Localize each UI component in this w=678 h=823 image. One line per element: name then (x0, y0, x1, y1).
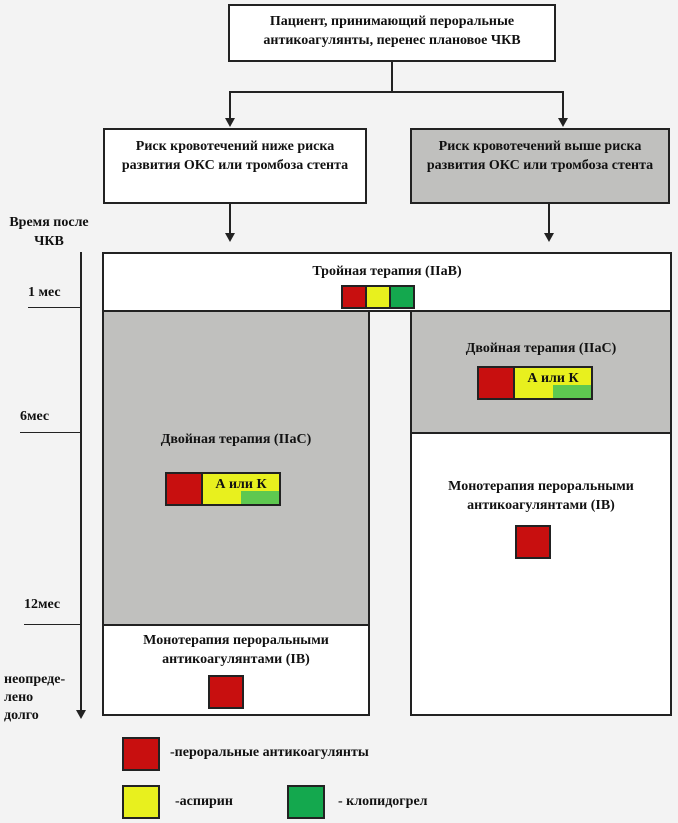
time-mark-1: 1 мес (28, 285, 61, 300)
left-combo-aspirin-band (203, 474, 279, 491)
left-dual-therapy-box (102, 310, 370, 626)
connector-left-vertical (229, 91, 231, 119)
time-axis-title: Время после ЧКВ (9, 215, 89, 249)
legend-oral-label: -пероральные антикоагулянты (170, 745, 369, 760)
right-dual-oral-anticoagulant (477, 366, 515, 400)
low-bleeding-risk-box (103, 128, 367, 204)
triple-aspirin (365, 285, 391, 309)
legend-oral-swatch (122, 737, 160, 771)
left-dual-therapy-title: Двойная терапия (IIaC) (160, 432, 312, 447)
arrow-left-down (225, 233, 235, 242)
time-axis-line (80, 252, 82, 712)
connector-left-down (229, 204, 231, 234)
legend-clopidogrel-label: - клопидогрел (338, 794, 428, 809)
connector-horizontal (229, 91, 564, 93)
triple-oral-anticoagulant (341, 285, 367, 309)
right-combo-label: А или К (527, 371, 579, 386)
arrow-left-risk (225, 118, 235, 127)
left-combo-label: А или К (215, 477, 267, 492)
time-tick-3 (24, 624, 80, 625)
legend-aspirin-swatch (122, 785, 160, 819)
right-mono-oral-anticoagulant (515, 525, 551, 559)
time-tick-2 (20, 432, 80, 433)
connector-right-down (548, 204, 550, 234)
legend-clopidogrel-swatch (287, 785, 325, 819)
high-bleeding-risk-text: Риск кровотечений выше риска развития ОК… (426, 139, 654, 173)
time-mark-2: 6мес (20, 409, 50, 424)
right-dual-therapy-title: Двойная терапия (IIaC) (465, 341, 617, 356)
legend-aspirin-label: -аспирин (175, 794, 233, 809)
time-axis-arrow (76, 710, 86, 719)
arrow-right-risk (558, 118, 568, 127)
left-mono-therapy-title: Монотерапия пероральными антикоагулянтам… (143, 633, 329, 667)
right-mono-therapy-title: Монотерапия пероральными антикоагулянтам… (448, 479, 634, 513)
left-mono-oral-anticoagulant (208, 675, 244, 709)
low-bleeding-risk-text: Риск кровотечений ниже риска развития ОК… (121, 139, 349, 173)
triple-therapy-title: Тройная терапия (IIaB) (312, 264, 462, 279)
time-mark-4: неопреде-лено долго (4, 672, 66, 723)
left-dual-oral-anticoagulant (165, 472, 203, 506)
time-tick-1 (28, 307, 80, 308)
right-combo-aspirin-band (515, 368, 591, 385)
right-dual-aspirin-or-clopidogrel: А или К (513, 366, 593, 400)
connector-right-vertical (562, 91, 564, 119)
arrow-right-down (544, 233, 554, 242)
patient-box-text: Пациент, принимающий пероральные антикоа… (263, 14, 521, 48)
left-dual-aspirin-or-clopidogrel: А или К (201, 472, 281, 506)
high-bleeding-risk-box (410, 128, 670, 204)
time-mark-3: 12мес (24, 597, 61, 612)
connector-top-vertical (391, 62, 393, 92)
right-mono-therapy-box (410, 432, 672, 716)
triple-clopidogrel (389, 285, 415, 309)
patient-box (228, 4, 556, 62)
